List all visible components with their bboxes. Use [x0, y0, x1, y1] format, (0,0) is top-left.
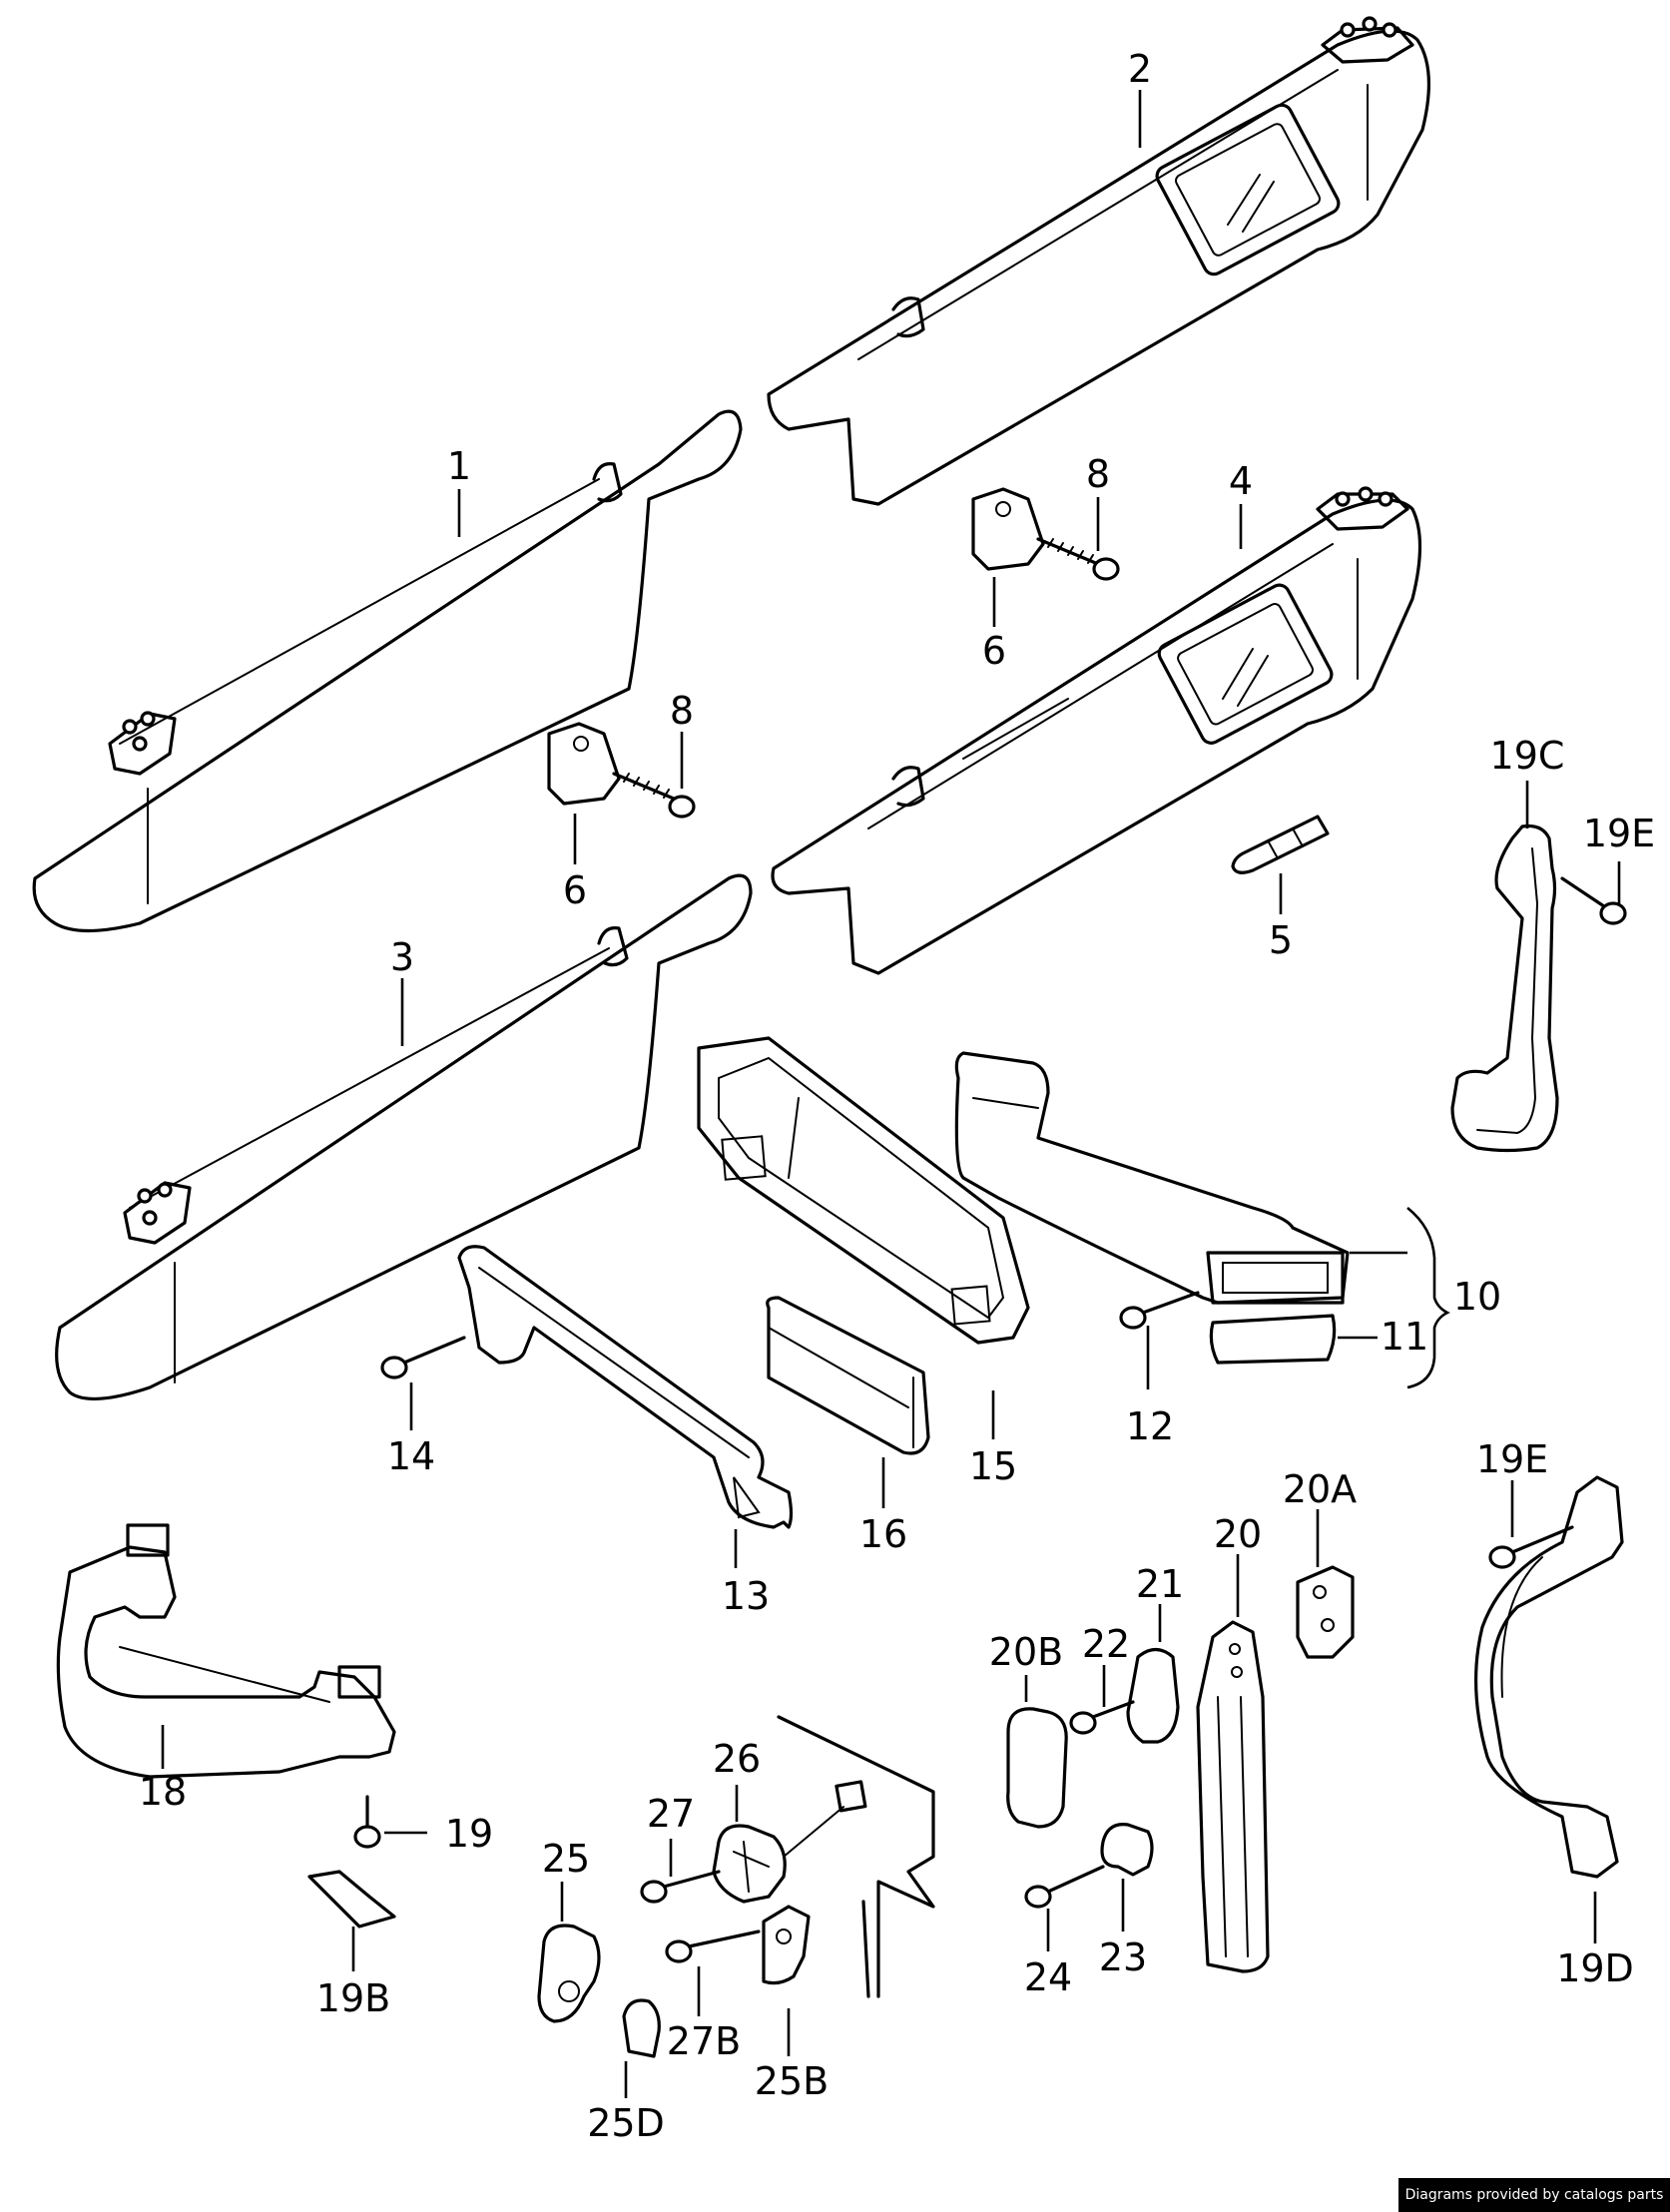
callout-15: 15	[969, 1444, 1017, 1488]
callout-2: 2	[1128, 47, 1152, 91]
frame-15[interactable]	[697, 1036, 1030, 1345]
callout-11: 11	[1381, 1315, 1428, 1359]
bracket-20a[interactable]	[1296, 1565, 1355, 1659]
grab-handle-13[interactable]	[457, 1245, 794, 1529]
callout-8-lower: 8	[670, 689, 694, 733]
screw-8-upper[interactable]	[1036, 537, 1120, 581]
bulb-5[interactable]	[1231, 815, 1330, 874]
callout-10: 10	[1453, 1275, 1501, 1319]
callout-1: 1	[447, 444, 471, 488]
insert-16[interactable]	[766, 1296, 930, 1455]
callout-19b: 19B	[316, 1976, 390, 2020]
screw-19e-lower[interactable]	[1488, 1525, 1574, 1569]
callout-14: 14	[387, 1434, 435, 1478]
screw-22[interactable]	[1069, 1700, 1135, 1735]
callout-21: 21	[1136, 1562, 1184, 1606]
screw-8-lower[interactable]	[612, 772, 696, 819]
callout-19e-lower: 19E	[1476, 1437, 1548, 1481]
callout-6-lower: 6	[563, 868, 587, 912]
callout-13: 13	[722, 1574, 770, 1618]
screw-12[interactable]	[1119, 1291, 1200, 1330]
callout-24: 24	[1024, 1955, 1072, 1999]
callout-20a: 20A	[1283, 1467, 1357, 1511]
retainer-26[interactable]	[712, 1806, 844, 1904]
screw-19e-upper[interactable]	[1560, 876, 1627, 925]
callout-25b: 25B	[755, 2059, 829, 2103]
cap-25d[interactable]	[622, 1998, 661, 2058]
callout-19d: 19D	[1556, 1946, 1634, 1990]
callout-22: 22	[1082, 1622, 1130, 1666]
cover-21[interactable]	[1126, 1647, 1180, 1744]
callout-16: 16	[859, 1512, 907, 1556]
visor-clip-6-lower[interactable]	[547, 722, 621, 806]
sun-visor-1[interactable]	[32, 409, 743, 933]
sun-visor-3[interactable]	[55, 873, 753, 1400]
callout-3: 3	[390, 935, 414, 979]
screw-24[interactable]	[1024, 1865, 1105, 1909]
cap-11[interactable]	[1209, 1314, 1337, 1365]
cap-20b[interactable]	[1006, 1707, 1068, 1829]
grab-handle-19d[interactable]	[1473, 1475, 1624, 1879]
sun-visor-2[interactable]	[767, 16, 1430, 506]
callout-25d: 25D	[587, 2101, 665, 2145]
callout-18: 18	[139, 1770, 187, 1814]
grab-handle-10[interactable]	[954, 1051, 1350, 1305]
callout-5: 5	[1269, 918, 1293, 962]
callout-27b: 27B	[667, 2019, 741, 2063]
callout-25: 25	[542, 1837, 590, 1881]
screw-14[interactable]	[380, 1336, 466, 1380]
callout-19: 19	[445, 1812, 493, 1856]
screw-27b[interactable]	[665, 1930, 761, 1963]
callout-12: 12	[1126, 1404, 1174, 1448]
sun-visor-4[interactable]	[771, 486, 1422, 975]
clip-19b[interactable]	[307, 1870, 396, 1929]
callout-4: 4	[1229, 459, 1253, 503]
screw-19[interactable]	[353, 1795, 381, 1849]
callout-6-upper: 6	[982, 629, 1006, 673]
leader-lines	[161, 90, 1621, 2098]
callout-27: 27	[647, 1792, 695, 1836]
diagram-credit: Diagrams provided by catalogs parts	[1398, 2178, 1670, 2212]
callout-26: 26	[713, 1737, 761, 1781]
grab-handle-18[interactable]	[56, 1523, 396, 1779]
visor-clip-6-upper[interactable]	[971, 487, 1045, 571]
callout-20: 20	[1214, 1512, 1262, 1556]
strap-20[interactable]	[1196, 1620, 1270, 1973]
callout-8-upper: 8	[1086, 452, 1110, 496]
hook-25[interactable]	[537, 1924, 601, 2023]
screw-27[interactable]	[640, 1870, 721, 1904]
clip-25b[interactable]	[762, 1905, 811, 1985]
callout-19e-upper: 19E	[1583, 812, 1655, 855]
plug-23[interactable]	[1100, 1823, 1154, 1877]
callout-19c: 19C	[1490, 734, 1565, 778]
callout-20b: 20B	[989, 1630, 1063, 1674]
callout-labels: 2 1 4 8 6 8 6 5 3 19C 19E 10 11 12 15 16…	[139, 47, 1655, 2145]
grab-handle-19c[interactable]	[1450, 824, 1559, 1153]
panel-section	[777, 1715, 935, 1998]
callout-23: 23	[1099, 1936, 1147, 1979]
